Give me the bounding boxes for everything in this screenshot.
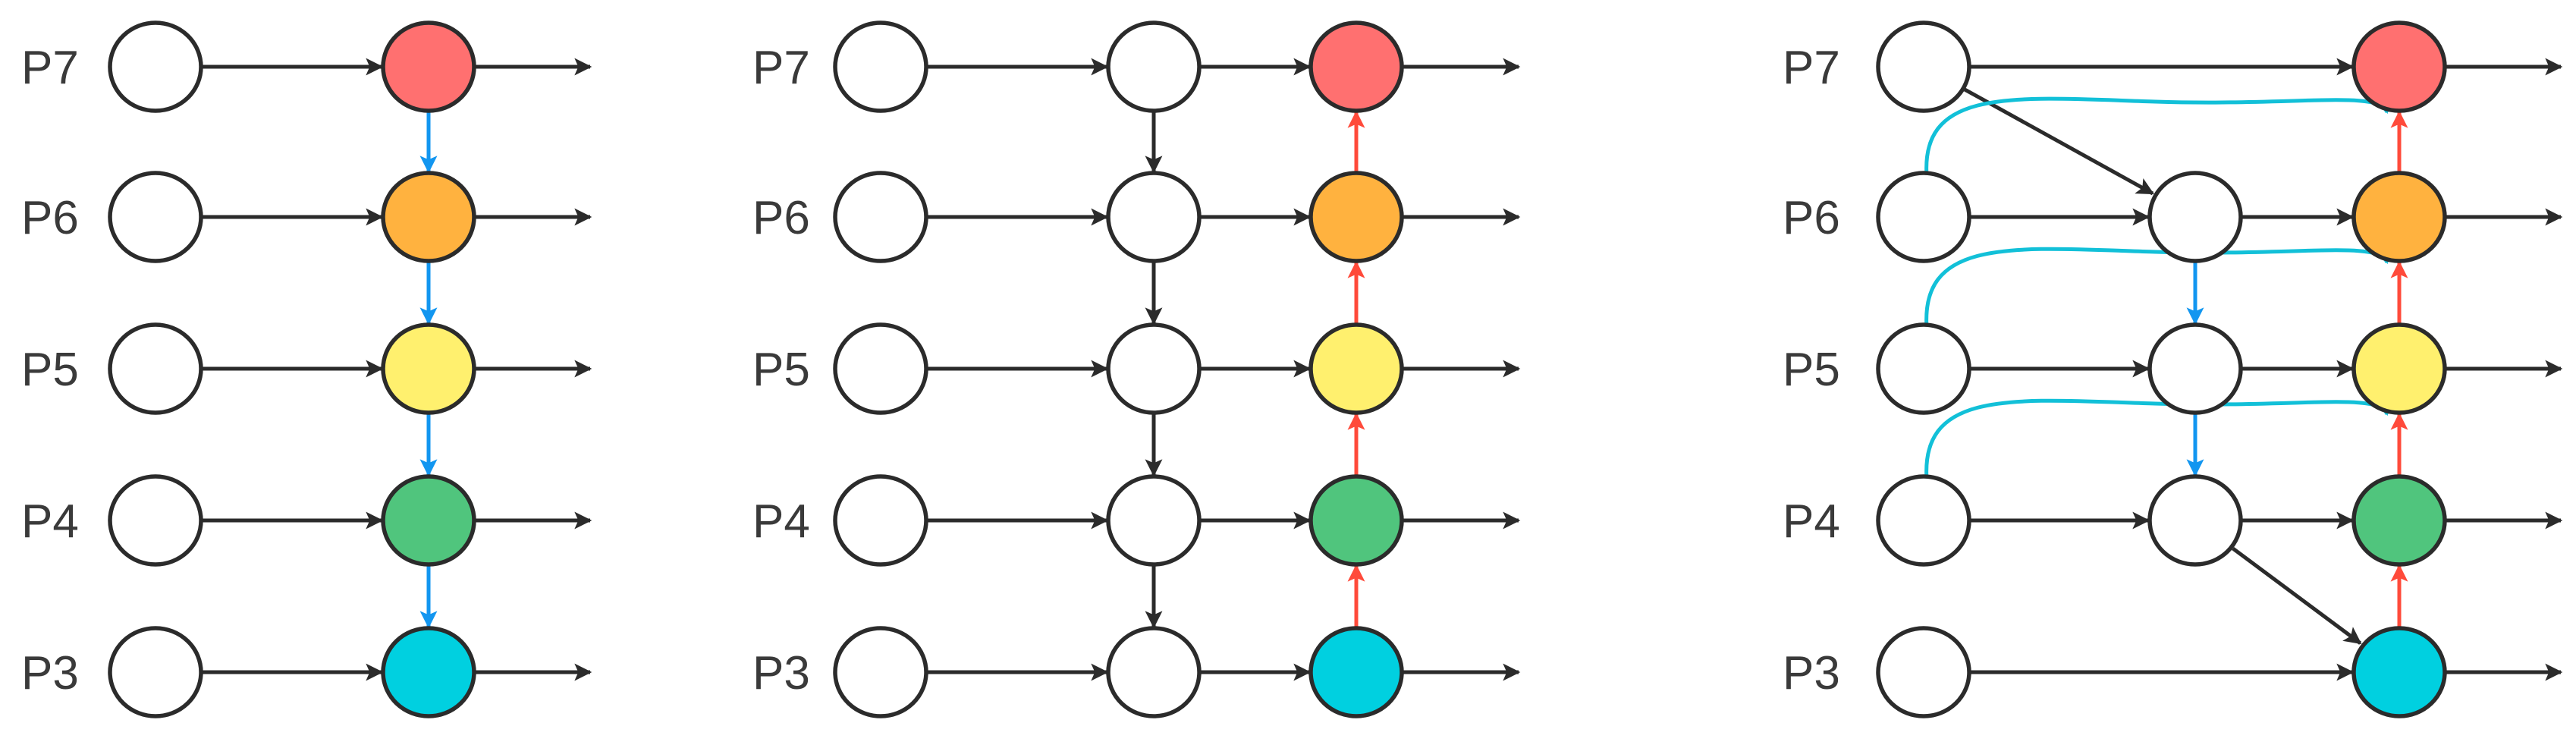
- level-label-p7: P7: [21, 42, 79, 94]
- edges: [201, 58, 592, 681]
- node-p4-c1: [108, 474, 203, 567]
- node-p7-c2: [1106, 20, 1202, 113]
- level-label-p7: P7: [1783, 42, 1840, 94]
- node-p6-c2: [381, 171, 476, 263]
- level-label-p5: P5: [1783, 344, 1840, 396]
- level-label-p6: P6: [1783, 192, 1840, 244]
- node-p4-c2: [1106, 474, 1202, 567]
- level-label-p3: P3: [1783, 647, 1840, 699]
- node-p7-c1: [108, 20, 203, 113]
- node-p6-c1: [833, 171, 928, 263]
- node-p3-c1: [108, 626, 203, 718]
- level-label-p6: P6: [21, 192, 79, 244]
- level-label-p5: P5: [752, 344, 810, 396]
- node-p7-c2: [381, 20, 476, 113]
- node-p3-c1: [833, 626, 928, 718]
- edges: [1924, 58, 2563, 681]
- cross-edge-p7-p6: [1964, 87, 2155, 196]
- level-label-p3: P3: [21, 647, 79, 699]
- skip-curve-p6-p7: [1924, 94, 2391, 177]
- nodes: [833, 20, 1404, 718]
- nodes: [1876, 20, 2447, 718]
- skip-curve-p4-p5: [1924, 396, 2391, 480]
- node-p5-c1: [1876, 322, 1971, 415]
- level-label-p7: P7: [752, 42, 810, 94]
- node-p7-c1: [833, 20, 928, 113]
- level-label-p4: P4: [1783, 495, 1840, 548]
- node-p4-c3: [2351, 474, 2447, 567]
- node-p5-c3: [1308, 322, 1404, 415]
- node-p7-c3: [2351, 20, 2447, 113]
- node-p6-c2: [2147, 171, 2243, 263]
- level-label-p3: P3: [752, 647, 810, 699]
- node-p4-c3: [1308, 474, 1404, 567]
- node-p6-c3: [1308, 171, 1404, 263]
- skip-curve-p5-p6: [1924, 244, 2391, 328]
- node-p6-c2: [1106, 171, 1202, 263]
- node-p3-c3: [2351, 626, 2447, 718]
- node-p3-c2: [381, 626, 476, 718]
- node-p3-c1: [1876, 626, 1971, 718]
- level-label-p5: P5: [21, 344, 79, 396]
- node-p3-c3: [1308, 626, 1404, 718]
- node-p5-c1: [833, 322, 928, 415]
- level-label-p4: P4: [752, 495, 810, 548]
- node-p5-c2: [1106, 322, 1202, 415]
- level-label-p4: P4: [21, 495, 79, 548]
- node-p4-c1: [1876, 474, 1971, 567]
- node-p6-c1: [108, 171, 203, 263]
- nodes: [108, 20, 476, 718]
- node-p6-c1: [1876, 171, 1971, 263]
- node-p4-c2: [381, 474, 476, 567]
- node-p7-c1: [1876, 20, 1971, 113]
- node-p7-c3: [1308, 20, 1404, 113]
- cross-edge-p4-p3: [2232, 546, 2362, 645]
- edges: [926, 58, 1521, 681]
- node-p5-c2: [381, 322, 476, 415]
- level-label-p6: P6: [752, 192, 810, 244]
- node-p5-c1: [108, 322, 203, 415]
- node-p4-c2: [2147, 474, 2243, 567]
- node-p5-c2: [2147, 322, 2243, 415]
- node-p4-c1: [833, 474, 928, 567]
- node-p5-c3: [2351, 322, 2447, 415]
- node-p3-c2: [1106, 626, 1202, 718]
- node-p6-c3: [2351, 171, 2447, 263]
